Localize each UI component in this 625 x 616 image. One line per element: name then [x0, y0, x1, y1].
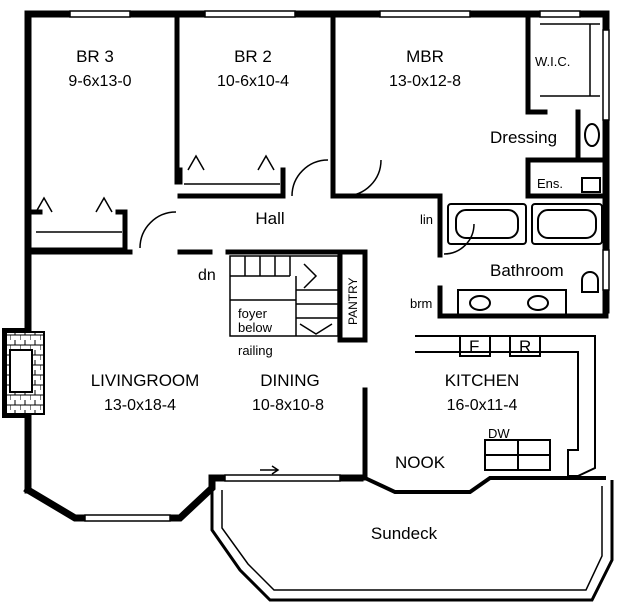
label-mbr: MBR	[406, 47, 444, 66]
label-dining: DINING	[260, 371, 320, 390]
staircase	[229, 255, 339, 337]
label-foyer: foyer	[238, 306, 268, 321]
dims-br2: 10-6x10-4	[217, 73, 289, 90]
label-lin: lin	[420, 212, 433, 227]
dims-living: 13-0x18-4	[104, 397, 176, 414]
dims-dining: 10-8x10-8	[252, 397, 324, 414]
closets	[35, 23, 600, 233]
label-living: LIVINGROOM	[91, 371, 200, 390]
door-swings	[139, 159, 475, 255]
label-brm: brm	[410, 296, 432, 311]
label-pantry: PANTRY	[346, 277, 360, 325]
label-below: below	[238, 320, 273, 335]
bath-fixtures	[447, 123, 603, 317]
label-range: R	[519, 337, 531, 356]
label-dressing: Dressing	[490, 128, 557, 147]
label-sundeck: Sundeck	[371, 524, 438, 543]
dims-kitchen: 16-0x11-4	[447, 397, 518, 414]
label-ens: Ens.	[537, 176, 563, 191]
fireplace-hearth	[9, 349, 33, 393]
label-kitchen: KITCHEN	[445, 371, 520, 390]
sundeck-inner	[221, 486, 603, 591]
label-hall: Hall	[255, 209, 284, 228]
dims-br3: 9-6x13-0	[68, 73, 131, 90]
label-fridge: F	[469, 337, 479, 356]
label-br2: BR 2	[234, 47, 272, 66]
nook-bay	[364, 476, 606, 494]
interior-walls	[25, 11, 609, 481]
label-bathroom: Bathroom	[490, 261, 564, 280]
label-dw: DW	[488, 426, 510, 441]
label-railing: railing	[238, 343, 273, 358]
deck-door-arrow	[260, 465, 280, 475]
label-dn: dn	[198, 267, 216, 284]
windows	[69, 10, 610, 522]
sundeck-outline	[210, 480, 614, 602]
dims-mbr: 13-0x12-8	[389, 73, 461, 90]
label-br3: BR 3	[76, 47, 114, 66]
label-nook: NOOK	[395, 453, 446, 472]
label-wic: W.I.C.	[535, 54, 570, 69]
